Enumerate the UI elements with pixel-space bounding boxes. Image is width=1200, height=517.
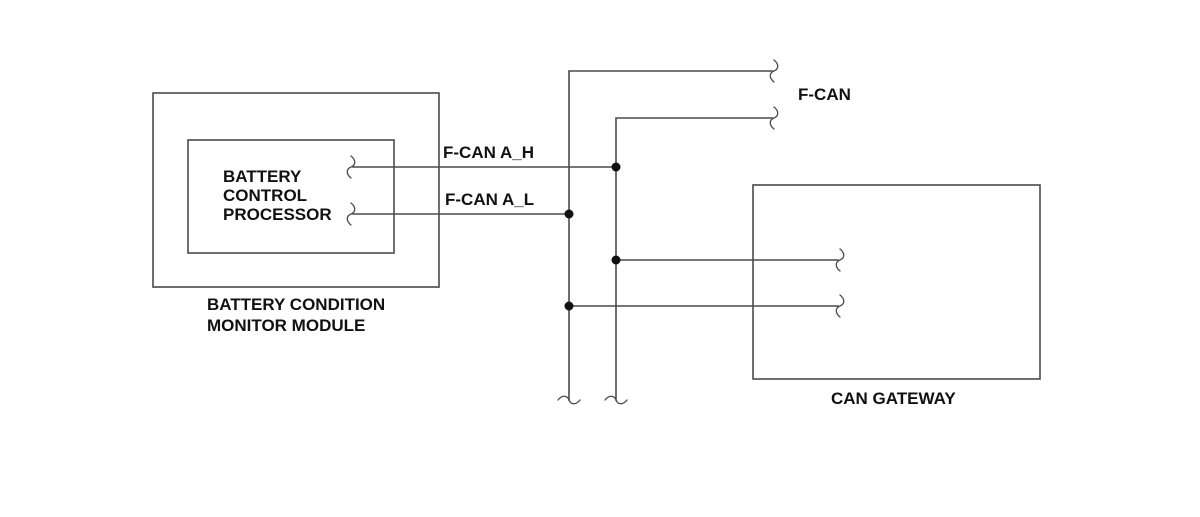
gateway-connector-squiggle — [835, 294, 845, 318]
f-can-a-l-label: F-CAN A_L — [445, 190, 534, 209]
processor-label-line1: BATTERY — [223, 167, 302, 186]
battery-control-processor-box — [187, 139, 395, 254]
gateway-connector-squiggle — [835, 248, 845, 272]
processor-label-line3: PROCESSOR — [223, 205, 332, 224]
junction-node — [611, 162, 621, 172]
junction-node — [564, 301, 574, 311]
f-can-bus-label: F-CAN — [798, 85, 851, 104]
bus-break-top-squiggle — [769, 59, 779, 83]
f-can-a-h-label: F-CAN A_H — [443, 143, 534, 162]
f-can-low-bus-trunk — [568, 70, 773, 401]
battery-condition-monitor-module-box — [152, 92, 440, 288]
bus-break-bottom-squiggle — [604, 395, 628, 405]
module-label-line2: MONITOR MODULE — [207, 316, 365, 335]
f-can-high-bus-trunk — [615, 117, 773, 401]
bus-break-top-squiggle — [769, 106, 779, 130]
processor-connector-squiggle — [346, 155, 356, 179]
bus-break-bottom-squiggle — [557, 395, 581, 405]
processor-label-line2: CONTROL — [223, 186, 307, 205]
processor-connector-squiggle — [346, 202, 356, 226]
junction-node — [611, 255, 621, 265]
junction-node — [564, 209, 574, 219]
can-gateway-box — [752, 184, 1041, 380]
module-label-line1: BATTERY CONDITION — [207, 295, 385, 314]
can-gateway-label: CAN GATEWAY — [831, 389, 956, 408]
